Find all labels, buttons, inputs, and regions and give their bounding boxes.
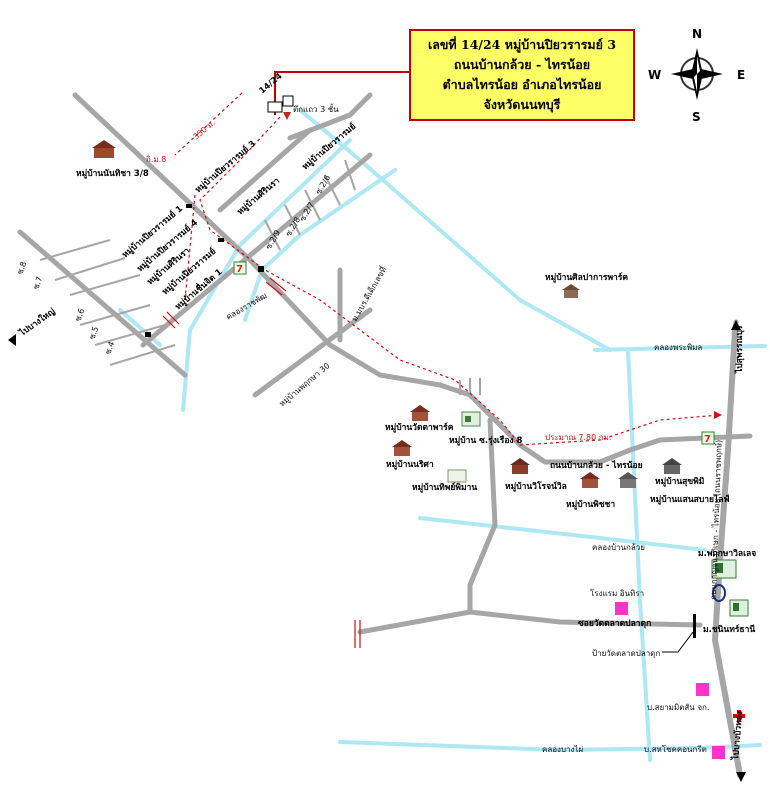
house-icon <box>729 599 749 617</box>
label-sign-wat: ป้ายวัดตลาดปลาดุก <box>592 649 660 658</box>
company-marker-1 <box>696 683 709 696</box>
route <box>174 92 721 446</box>
compass-north: N <box>692 27 702 41</box>
canal-bangphai <box>338 740 762 753</box>
house-icon <box>410 405 430 421</box>
label-soi-7: ซ.7 <box>31 275 44 290</box>
box-pointer <box>274 71 409 115</box>
label-khlong-banklui: คลองบ้านกล้วย <box>592 543 645 552</box>
house-icon <box>447 469 467 483</box>
label-road-main: ถนนบ้านกล้วย - ไทรน้อย <box>550 460 643 471</box>
label-soi-8: ซ.8 <box>15 260 28 275</box>
label-wirot: หมู่บ้านวิโรจน์วิล <box>505 481 567 492</box>
label-khlong-bangphai: คลองบางไผ่ <box>542 745 583 754</box>
bridges <box>162 277 361 648</box>
road-to-village <box>437 382 753 465</box>
address-line-3: ตำบลไทรน้อย อำเภอไทรน้อย <box>442 77 602 92</box>
label-to-bangbuathong: ไปบางบัวทอง <box>730 710 745 761</box>
label-tor-mor-8: กิ.ม.8 <box>146 155 166 164</box>
label-narisa: หมู่บ้านนริศา <box>386 459 434 470</box>
label-sintani: ม.ชนินทร์ธานี <box>703 624 755 635</box>
roads <box>17 92 753 778</box>
house-icon <box>580 472 600 488</box>
label-soi-5: ซ.5 <box>87 325 100 340</box>
canal-mid <box>243 168 397 322</box>
arrow-to-suphan <box>731 320 741 330</box>
compass-east: E <box>737 68 745 82</box>
house-icon <box>510 458 530 474</box>
label-phimanthip: หมู่บ้านทิพย์พิมาน <box>412 482 477 493</box>
soi-lines <box>39 159 481 395</box>
svg-text:7: 7 <box>704 434 711 445</box>
company-marker-2 <box>712 746 725 759</box>
label-phichaya: หมู่บ้านพิชชา <box>566 499 615 510</box>
compass-icon <box>671 48 723 100</box>
label-pruksa-ville: ม.พฤกษาวิลเลจ <box>698 548 756 559</box>
road-right-diag <box>287 92 373 141</box>
house-icons <box>92 140 749 617</box>
house-icon <box>392 440 412 456</box>
road-soi-wat <box>357 609 703 635</box>
road-main-diagonal <box>72 92 443 388</box>
label-soi-4: ซ.4 <box>103 340 116 355</box>
canal-vertical-right <box>626 348 652 762</box>
canal-banklui <box>418 516 707 552</box>
label-saenplus: หมู่บ้านแสนสบายไลฟ์ <box>650 494 730 505</box>
label-wat-park: หมู่บ้านวัดตาพาร์ค <box>385 422 454 433</box>
route-path <box>199 116 521 446</box>
arrow-to-bangbuathong <box>736 772 746 782</box>
label-soi-wat-talad: ซอยวัดตลาดปลาดุก <box>578 618 651 629</box>
road-south-branch <box>467 417 498 615</box>
label-building: ตึกแถว 3 ชั้น <box>293 103 339 114</box>
address-line-1: เลขที่ 14/24 หมู่บ้านปิยวรารมย์ 3 <box>427 37 617 52</box>
hospital-icon <box>733 710 745 722</box>
address-box: เลขที่ 14/24 หมู่บ้านปิยวรารมย์ 3 ถนนบ้า… <box>409 29 635 121</box>
compass-south: S <box>692 110 701 124</box>
svg-text:7: 7 <box>236 264 243 275</box>
label-distance-main: ประมาณ 7.80 กม. <box>545 433 611 442</box>
route-arrow-head <box>714 411 722 419</box>
address-line-2: ถนนบ้านกล้วย - ไทรน้อย <box>453 57 591 72</box>
target-building <box>267 95 294 120</box>
label-hotel: โรงแรม อินทิรา <box>590 588 644 598</box>
house-icon <box>711 559 737 579</box>
address-line-4: จังหวัดนนทบุรี <box>483 97 561 112</box>
sign-pointer <box>662 631 694 653</box>
road-cross-1 <box>140 152 373 348</box>
house-icon <box>461 411 481 427</box>
label-soi-6: ซ.6 <box>73 307 86 322</box>
compass-west: W <box>648 68 661 82</box>
house-icon <box>92 140 116 158</box>
temple-icon <box>712 584 726 602</box>
house-icon <box>618 472 638 488</box>
seven-eleven-icon: 7 <box>233 261 247 275</box>
road-bottom-left <box>252 307 373 398</box>
label-sahakhon: บ.สหโชคคอนกรีต <box>644 744 707 754</box>
label-supphiri: หมู่บ้านสุขพิมิ <box>655 476 704 487</box>
road-cross-2 <box>217 127 313 213</box>
label-rungrueang: หมู่บ้าน ซ.รุ่งเรือง 8 <box>449 435 523 446</box>
hotel-marker <box>615 602 628 615</box>
label-to-suphan: ไปสุพรรณบุรี <box>734 325 745 374</box>
arrow-to-bangyai <box>8 334 16 346</box>
label-khlong-phraphimon: คลองพระพิมล <box>654 343 702 352</box>
seven-eleven-icon-2: 7 <box>701 431 715 445</box>
label-somnuk: บ.สยามมิตสัน จก. <box>647 703 709 712</box>
gates <box>145 204 696 638</box>
canal-upper-diagonal <box>298 108 612 352</box>
label-nanthicha: หมู่บ้านนันทิชา 3/8 <box>76 168 149 179</box>
house-icon <box>562 284 580 298</box>
house-icon <box>662 458 682 474</box>
label-sinlapa: หมู่บ้านศิลปาการพาร์ค <box>545 272 628 283</box>
